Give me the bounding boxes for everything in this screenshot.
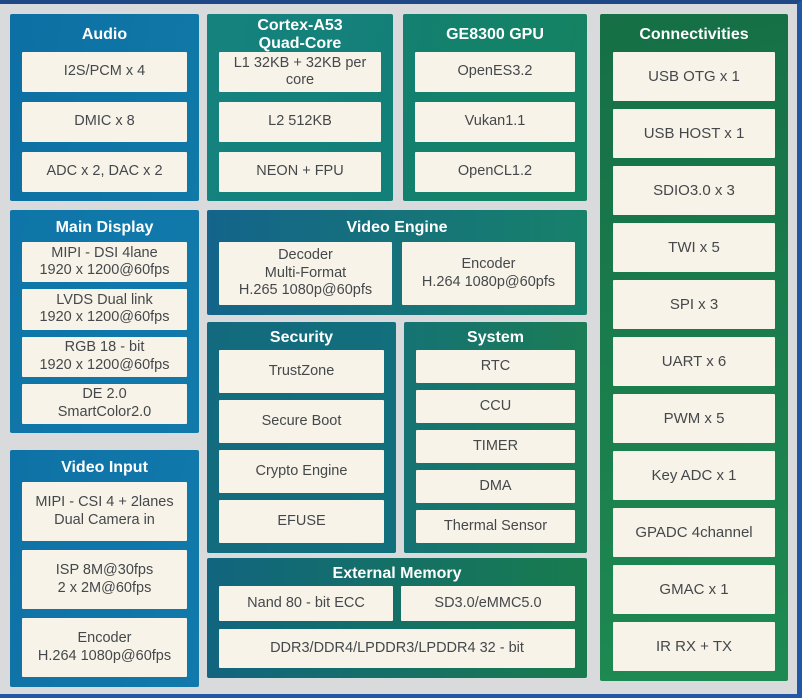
connectivities-item-8: GPADC 4channel: [613, 508, 775, 557]
external-memory-sd: SD3.0/eMMC5.0: [401, 586, 575, 621]
external-memory-nand: Nand 80 - bit ECC: [219, 586, 393, 621]
main-display-item-3: DE 2.0 SmartColor2.0: [22, 383, 187, 424]
block-external-memory: External Memory Nand 80 - bit ECC SD3.0/…: [207, 558, 587, 678]
block-cpu-title: Cortex-A53 Quad-Core: [257, 17, 343, 52]
connectivities-item-1: USB HOST x 1: [613, 109, 775, 158]
block-connectivities-title: Connectivities: [639, 26, 749, 44]
column-middle: Cortex-A53 Quad-Core L1 32KB + 32KB per …: [207, 14, 587, 687]
connectivities-item-3: TWI x 5: [613, 223, 775, 272]
system-item-2: TIMER: [416, 430, 575, 463]
block-system: System RTC CCU TIMER DMA Thermal Sensor: [404, 322, 587, 553]
external-memory-top-row: Nand 80 - bit ECC SD3.0/eMMC5.0: [219, 586, 575, 621]
audio-item-1: DMIC x 8: [22, 102, 187, 142]
security-item-0: TrustZone: [219, 350, 384, 393]
security-item-2: Crypto Engine: [219, 450, 384, 493]
cpu-item-0: L1 32KB + 32KB per core: [219, 52, 381, 92]
block-gpu: GE8300 GPU OpenES3.2 Vukan1.1 OpenCL1.2: [403, 14, 587, 201]
connectivities-item-10: IR RX + TX: [613, 622, 775, 671]
audio-item-0: I2S/PCM x 4: [22, 52, 187, 92]
block-external-memory-title: External Memory: [332, 565, 462, 583]
video-input-item-2: Encoder H.264 1080p@60fps: [22, 618, 187, 677]
audio-item-2: ADC x 2, DAC x 2: [22, 152, 187, 192]
system-item-4: Thermal Sensor: [416, 510, 575, 543]
system-item-0: RTC: [416, 350, 575, 383]
block-video-input-items: MIPI - CSI 4 + 2lanes Dual Camera in ISP…: [10, 482, 199, 687]
external-memory-ddr: DDR3/DDR4/LPDDR3/LPDDR4 32 - bit: [219, 629, 575, 668]
video-input-item-1: ISP 8M@30fps 2 x 2M@60fps: [22, 550, 187, 609]
block-system-title: System: [467, 329, 524, 347]
block-system-items: RTC CCU TIMER DMA Thermal Sensor: [404, 350, 587, 553]
block-audio: Audio I2S/PCM x 4 DMIC x 8 ADC x 2, DAC …: [10, 14, 199, 201]
video-input-item-0: MIPI - CSI 4 + 2lanes Dual Camera in: [22, 482, 187, 541]
gpu-item-1: Vukan1.1: [415, 102, 575, 142]
block-connectivities-items: USB OTG x 1 USB HOST x 1 SDIO3.0 x 3 TWI…: [600, 52, 788, 681]
row-cpu-gpu: Cortex-A53 Quad-Core L1 32KB + 32KB per …: [207, 14, 587, 201]
block-security-title: Security: [269, 329, 334, 347]
column-left: Audio I2S/PCM x 4 DMIC x 8 ADC x 2, DAC …: [10, 14, 199, 687]
block-security-items: TrustZone Secure Boot Crypto Engine EFUS…: [207, 350, 396, 553]
block-audio-title: Audio: [81, 26, 128, 44]
connectivities-item-0: USB OTG x 1: [613, 52, 775, 101]
gpu-item-2: OpenCL1.2: [415, 152, 575, 192]
block-main-display-items: MIPI - DSI 4lane 1920 x 1200@60fps LVDS …: [10, 242, 199, 433]
main-display-item-0: MIPI - DSI 4lane 1920 x 1200@60fps: [22, 242, 187, 283]
security-item-3: EFUSE: [219, 500, 384, 543]
security-item-1: Secure Boot: [219, 400, 384, 443]
cpu-item-1: L2 512KB: [219, 102, 381, 142]
block-video-engine-items: Decoder Multi-Format H.265 1080p@60pfs E…: [207, 242, 587, 315]
main-display-item-1: LVDS Dual link 1920 x 1200@60fps: [22, 289, 187, 330]
gpu-item-0: OpenES3.2: [415, 52, 575, 92]
block-security: Security TrustZone Secure Boot Crypto En…: [207, 322, 396, 553]
system-item-1: CCU: [416, 390, 575, 423]
block-cpu: Cortex-A53 Quad-Core L1 32KB + 32KB per …: [207, 14, 393, 201]
video-engine-encoder: Encoder H.264 1080p@60pfs: [402, 242, 575, 305]
block-gpu-title: GE8300 GPU: [446, 26, 544, 44]
connectivities-item-2: SDIO3.0 x 3: [613, 166, 775, 215]
row-security-system: Security TrustZone Secure Boot Crypto En…: [207, 322, 587, 553]
block-main-display: Main Display MIPI - DSI 4lane 1920 x 120…: [10, 210, 199, 433]
main-display-item-2: RGB 18 - bit 1920 x 1200@60fps: [22, 336, 187, 377]
cpu-item-2: NEON + FPU: [219, 152, 381, 192]
connectivities-item-6: PWM x 5: [613, 394, 775, 443]
video-engine-decoder: Decoder Multi-Format H.265 1080p@60pfs: [219, 242, 392, 305]
connectivities-item-7: Key ADC x 1: [613, 451, 775, 500]
block-gpu-items: OpenES3.2 Vukan1.1 OpenCL1.2: [403, 52, 587, 201]
block-cpu-items: L1 32KB + 32KB per core L2 512KB NEON + …: [207, 52, 393, 201]
block-audio-items: I2S/PCM x 4 DMIC x 8 ADC x 2, DAC x 2: [10, 52, 199, 201]
system-item-3: DMA: [416, 470, 575, 503]
block-video-input: Video Input MIPI - CSI 4 + 2lanes Dual C…: [10, 450, 199, 687]
block-external-memory-items: Nand 80 - bit ECC SD3.0/eMMC5.0 DDR3/DDR…: [207, 586, 587, 678]
connectivities-item-4: SPI x 3: [613, 280, 775, 329]
block-connectivities: Connectivities USB OTG x 1 USB HOST x 1 …: [600, 14, 788, 681]
block-video-engine: Video Engine Decoder Multi-Format H.265 …: [207, 210, 587, 315]
connectivities-item-5: UART x 6: [613, 337, 775, 386]
column-right: Connectivities USB OTG x 1 USB HOST x 1 …: [600, 14, 788, 687]
block-main-display-title: Main Display: [55, 219, 154, 237]
connectivities-item-9: GMAC x 1: [613, 565, 775, 614]
diagram-board: Audio I2S/PCM x 4 DMIC x 8 ADC x 2, DAC …: [0, 4, 797, 687]
block-video-engine-title: Video Engine: [346, 219, 448, 237]
block-video-input-title: Video Input: [61, 459, 148, 477]
